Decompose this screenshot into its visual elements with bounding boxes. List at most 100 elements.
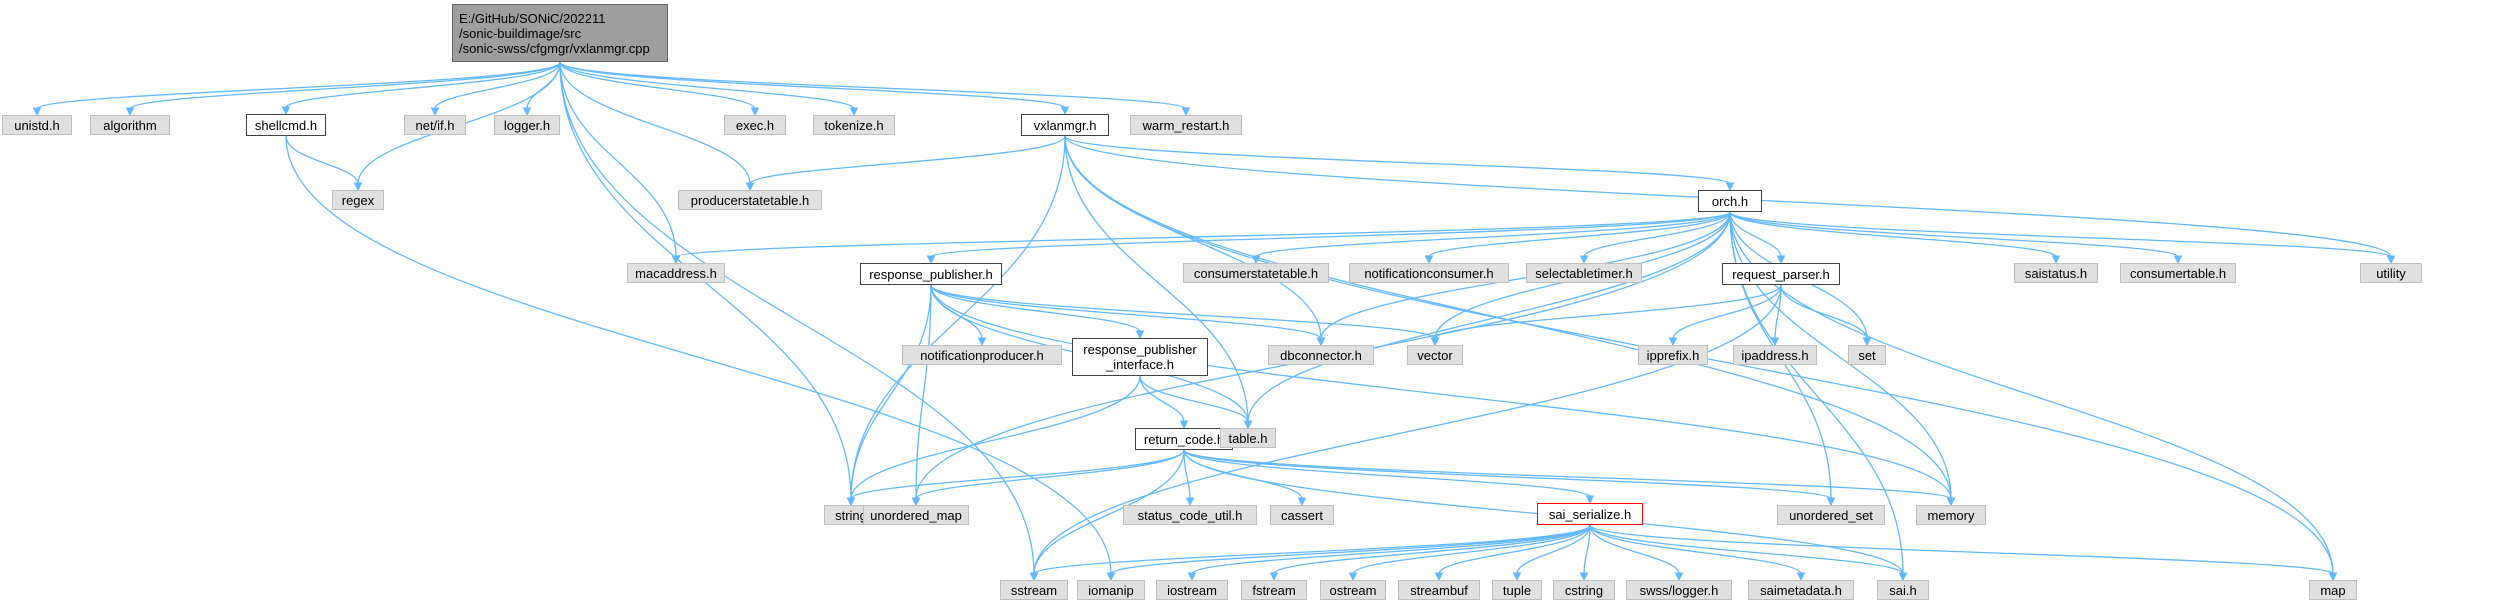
edge-arrowhead bbox=[750, 107, 760, 117]
node-fstream[interactable]: fstream bbox=[1241, 580, 1307, 600]
node-status-code-util[interactable]: status_code_util.h bbox=[1123, 505, 1257, 525]
node-sstream[interactable]: sstream bbox=[1000, 580, 1068, 600]
edge-orch-to-memory bbox=[1729, 211, 1952, 500]
node-consumerstatetable[interactable]: consumerstatetable.h bbox=[1183, 263, 1329, 283]
edge-arrowhead bbox=[281, 106, 291, 116]
node-macaddress[interactable]: macaddress.h bbox=[627, 263, 725, 283]
node-regex[interactable]: regex bbox=[332, 190, 384, 210]
node-exec[interactable]: exec.h bbox=[724, 115, 786, 135]
node-label: exec.h bbox=[735, 117, 775, 133]
node-orch[interactable]: orch.h bbox=[1698, 190, 1762, 212]
node-saistatus[interactable]: saistatus.h bbox=[2014, 263, 2098, 283]
node-notificationproducer[interactable]: notificationproducer.h bbox=[902, 345, 1062, 365]
edge-orch-to-utility bbox=[1729, 211, 2392, 258]
edge-request_parser-to-ipprefix bbox=[1672, 284, 1782, 340]
edge-request_parser-to-set bbox=[1780, 284, 1868, 340]
edge-sai_serialize-to-iostream bbox=[1191, 524, 1591, 575]
node-label: selectabletimer.h bbox=[1535, 265, 1633, 281]
node-warm-restart[interactable]: warm_restart.h bbox=[1130, 115, 1242, 135]
edge-arrowhead bbox=[1512, 572, 1522, 582]
node-cstring[interactable]: cstring bbox=[1553, 580, 1615, 600]
node-root[interactable]: E:/GitHub/SONiC/202211 /sonic-buildimage… bbox=[452, 4, 668, 62]
edge-arrowhead bbox=[125, 107, 135, 117]
node-producerstatetable[interactable]: producerstatetable.h bbox=[678, 190, 822, 210]
node-label: ostream bbox=[1329, 582, 1377, 598]
node-vxlanmgr[interactable]: vxlanmgr.h bbox=[1021, 114, 1109, 136]
edge-root-to-sstream bbox=[559, 61, 1035, 575]
edge-arrowhead bbox=[846, 497, 856, 507]
node-iomanip[interactable]: iomanip bbox=[1077, 580, 1145, 600]
node-loggerh[interactable]: logger.h bbox=[494, 115, 560, 135]
node-label: producerstatetable.h bbox=[690, 192, 810, 208]
edge-sai_serialize-to-fstream bbox=[1273, 524, 1591, 575]
edge-arrowhead bbox=[1579, 255, 1589, 265]
edge-arrowhead bbox=[1179, 420, 1189, 430]
edge-arrowhead bbox=[1579, 572, 1589, 582]
node-return-code[interactable]: return_code.h bbox=[1135, 428, 1233, 450]
node-label: response_publisher _interface.h bbox=[1083, 342, 1197, 372]
edge-return_code-to-unordered_set bbox=[1183, 449, 1832, 500]
node-ostream[interactable]: ostream bbox=[1320, 580, 1386, 600]
node-label: vxlanmgr.h bbox=[1033, 117, 1097, 133]
edge-response_publisher_interface-to-return_code bbox=[1139, 375, 1185, 423]
node-request-parser[interactable]: request_parser.h bbox=[1722, 263, 1840, 285]
edge-return_code-to-memory bbox=[1183, 449, 1952, 500]
node-algorithm[interactable]: algorithm bbox=[90, 115, 170, 135]
node-label: streambuf bbox=[1410, 582, 1468, 598]
edge-arrowhead bbox=[1269, 572, 1279, 582]
node-memory[interactable]: memory bbox=[1916, 505, 1986, 525]
node-iostream[interactable]: iostream bbox=[1156, 580, 1228, 600]
edge-arrowhead bbox=[1106, 572, 1116, 582]
node-response-publisher[interactable]: response_publisher.h bbox=[860, 263, 1002, 285]
node-utility[interactable]: utility bbox=[2360, 263, 2422, 283]
node-consumertable[interactable]: consumertable.h bbox=[2120, 263, 2236, 283]
node-streambuf[interactable]: streambuf bbox=[1398, 580, 1480, 600]
node-dbconnector[interactable]: dbconnector.h bbox=[1268, 345, 1374, 365]
node-label: unordered_map bbox=[870, 507, 962, 523]
node-label: macaddress.h bbox=[635, 265, 717, 281]
node-response-publisher-interface[interactable]: response_publisher _interface.h bbox=[1072, 338, 1208, 376]
edge-arrowhead bbox=[1251, 255, 1261, 265]
node-label: swss/logger.h bbox=[1639, 582, 1719, 598]
node-unistd[interactable]: unistd.h bbox=[2, 115, 72, 135]
edge-arrowhead bbox=[1029, 572, 1039, 582]
edge-arrowhead bbox=[1434, 572, 1444, 582]
edge-sai_serialize-to-tuple bbox=[1516, 524, 1591, 575]
node-label: shellcmd.h bbox=[254, 117, 318, 133]
edge-arrowhead bbox=[1898, 572, 1908, 582]
edge-arrowhead bbox=[32, 107, 42, 117]
node-label: tuple bbox=[1502, 582, 1532, 598]
node-swsslogger[interactable]: swss/logger.h bbox=[1626, 580, 1732, 600]
node-label: string bbox=[835, 507, 867, 523]
node-sai[interactable]: sai.h bbox=[1877, 580, 1929, 600]
node-saimetadata[interactable]: saimetadata.h bbox=[1748, 580, 1854, 600]
node-ipprefix[interactable]: ipprefix.h bbox=[1638, 345, 1708, 365]
node-selectabletimer[interactable]: selectabletimer.h bbox=[1526, 263, 1642, 283]
edge-sai_serialize-to-swsslogger bbox=[1589, 524, 1680, 575]
edge-arrowhead bbox=[1585, 495, 1595, 505]
node-shellcmd[interactable]: shellcmd.h bbox=[246, 114, 326, 136]
node-sai-serialize[interactable]: sai_serialize.h bbox=[1537, 503, 1643, 525]
node-label: unistd.h bbox=[14, 117, 60, 133]
node-label: iomanip bbox=[1088, 582, 1134, 598]
edge-arrowhead bbox=[1668, 337, 1678, 347]
node-unordered-map[interactable]: unordered_map bbox=[863, 505, 969, 525]
node-vector[interactable]: vector bbox=[1407, 345, 1463, 365]
node-label: vector bbox=[1417, 347, 1453, 363]
edge-response_publisher_interface-to-string bbox=[850, 375, 1141, 500]
node-ipaddress[interactable]: ipaddress.h bbox=[1733, 345, 1817, 365]
node-set[interactable]: set bbox=[1848, 345, 1886, 365]
edge-arrowhead bbox=[1316, 337, 1326, 347]
node-tuple[interactable]: tuple bbox=[1492, 580, 1542, 600]
node-label: logger.h bbox=[503, 117, 551, 133]
edge-arrowhead bbox=[1862, 337, 1872, 347]
node-notificationconsumer[interactable]: notificationconsumer.h bbox=[1349, 263, 1509, 283]
node-tokenize[interactable]: tokenize.h bbox=[813, 115, 895, 135]
node-cassert[interactable]: cassert bbox=[1270, 505, 1334, 525]
node-map[interactable]: map bbox=[2309, 580, 2357, 600]
edge-return_code-to-sai_serialize bbox=[1183, 449, 1591, 498]
node-unordered-set[interactable]: unordered_set bbox=[1777, 505, 1885, 525]
node-netif[interactable]: net/if.h bbox=[404, 115, 466, 135]
node-table[interactable]: table.h bbox=[1220, 428, 1276, 448]
edge-orch-to-consumertable bbox=[1729, 211, 2179, 258]
